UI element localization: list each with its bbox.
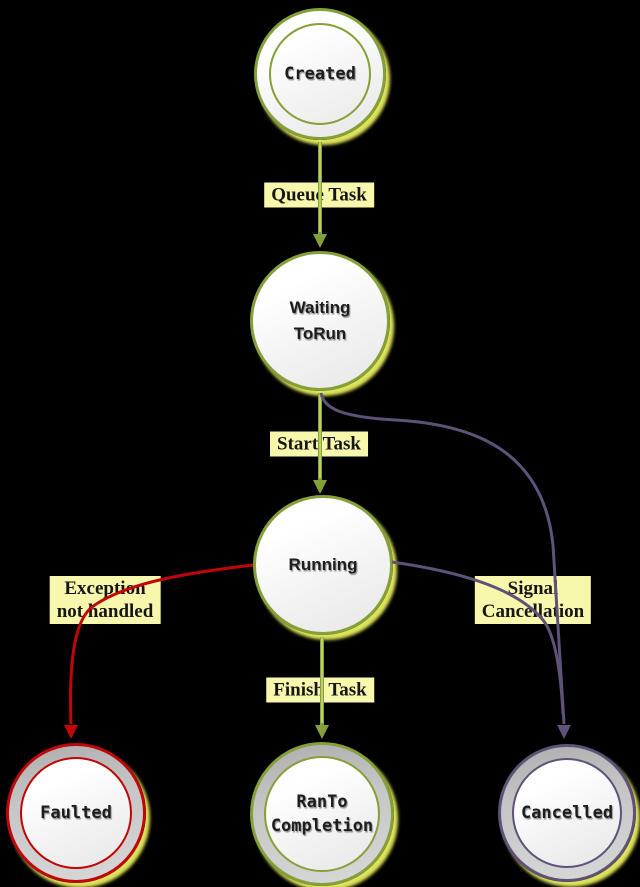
state-label: Faulted	[40, 803, 112, 823]
inner-ring	[264, 756, 380, 872]
inner-ring	[512, 758, 622, 868]
edge-label-signal-cancellation: Signal Cancellation	[474, 576, 592, 624]
arrowhead-down-icon	[313, 480, 327, 494]
state-label: Created	[284, 64, 356, 84]
arrowhead-down-icon	[557, 725, 571, 739]
arrowhead-down-icon	[315, 725, 329, 739]
state-node-created: Created	[254, 8, 386, 140]
arrowhead-down-icon	[64, 725, 78, 739]
state-node-ran-to-completion: RanTo Completion	[250, 742, 394, 886]
arrowhead-down-icon	[313, 234, 327, 248]
edge-label-finish-task: Finish Task	[266, 677, 374, 703]
edge-label-start-task: Start Task	[270, 431, 368, 457]
edge-label-exception-not-handled: Exception not handled	[49, 576, 161, 624]
inner-ring	[269, 23, 371, 125]
state-node-cancelled: Cancelled	[498, 744, 636, 882]
state-label: Running	[288, 555, 358, 574]
state-node-running: Running	[253, 495, 393, 635]
state-label: Cancelled	[520, 803, 614, 823]
inner-ring	[20, 757, 132, 869]
edge-label-queue-task: Queue Task	[264, 182, 374, 208]
state-label: RanTo Completion	[270, 792, 374, 836]
state-label: Waiting ToRun	[289, 298, 351, 343]
state-node-waiting-to-run: Waiting ToRun	[250, 251, 390, 391]
state-node-faulted: Faulted	[6, 743, 146, 883]
